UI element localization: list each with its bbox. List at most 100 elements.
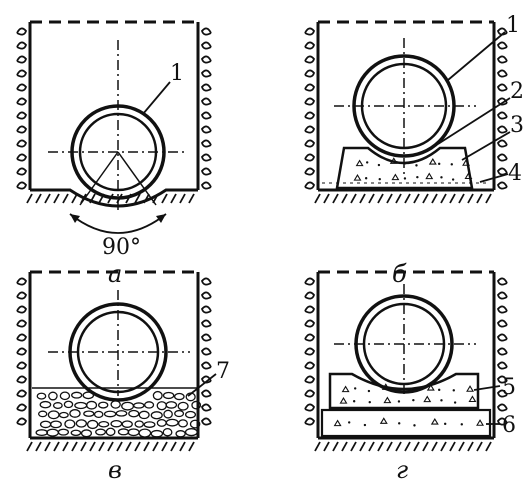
callout-1-b: 1 <box>506 13 520 38</box>
soil-hatch-mark <box>496 375 508 384</box>
gravel-stone <box>46 428 60 437</box>
soil-hatch-mark <box>200 97 212 106</box>
gravel-stone <box>80 429 93 438</box>
ground-hatch-mark <box>53 441 60 452</box>
soil-hatch-mark <box>496 319 508 328</box>
gravel-stone <box>152 390 163 401</box>
soil-hatch-mark <box>304 305 316 314</box>
aggregate-triangle <box>353 174 362 181</box>
soil-hatch-mark <box>200 277 212 286</box>
soil-hatch-mark <box>200 111 212 120</box>
soil-hatch-mark <box>496 181 508 190</box>
gravel-stone <box>49 420 62 429</box>
gravel-stone <box>110 400 121 409</box>
ground-hatch-mark <box>188 193 195 204</box>
soil-hatch-mark <box>496 417 508 426</box>
ground-hatch-mark <box>116 193 123 204</box>
gravel-stone <box>37 410 48 418</box>
gravel-stone <box>115 410 128 417</box>
caption-v: в <box>108 456 122 484</box>
aggregate-dot <box>460 423 463 426</box>
ground-hatch-mark <box>80 193 87 204</box>
wall-soil-hatching <box>16 277 28 426</box>
ground-hatch-mark <box>485 193 492 204</box>
soil-hatch-mark <box>496 41 508 50</box>
aggregate-dot <box>412 398 415 402</box>
caption-a: а <box>108 260 122 288</box>
gravel-stone <box>174 409 185 418</box>
soil-hatch-mark <box>496 27 508 36</box>
ground-hatch-mark <box>26 193 33 204</box>
wall-soil-hatching <box>304 27 316 190</box>
aggregate-dot <box>440 399 443 402</box>
gravel-stone <box>138 428 152 438</box>
aggregate-dot <box>413 424 416 427</box>
gravel-stone <box>39 420 52 429</box>
ground-hatch-mark <box>368 193 375 204</box>
soil-hatch-mark <box>304 153 316 162</box>
gravel-stone <box>39 400 52 409</box>
soil-hatch-mark <box>496 305 508 314</box>
soil-hatch-mark <box>496 167 508 176</box>
wall-soil-hatching <box>304 277 316 426</box>
aggregate-dot <box>365 161 369 164</box>
aggregate-dot <box>443 422 447 426</box>
soil-hatch-mark <box>16 41 28 50</box>
gravel-stone <box>47 410 60 420</box>
soil-hatch-mark <box>304 125 316 134</box>
gravel-stone <box>59 391 71 401</box>
aggregate-dot <box>453 401 457 404</box>
ground-soil-hatching <box>314 441 492 452</box>
ground-hatch-mark <box>161 441 168 452</box>
gravel-stone <box>75 419 88 428</box>
ground-hatch-mark <box>89 193 96 204</box>
soil-hatch-mark <box>304 347 316 356</box>
soil-hatch-mark <box>496 69 508 78</box>
gravel-stone <box>86 400 98 410</box>
gravel-stone <box>144 401 155 409</box>
soil-hatch-mark <box>496 97 508 106</box>
gravel-stone <box>117 428 130 436</box>
gravel-stone <box>105 427 116 437</box>
soil-hatch-mark <box>16 375 28 384</box>
aggregate-triangle <box>355 159 364 167</box>
ground-hatch-mark <box>404 441 411 452</box>
angle-arrow-left-a <box>70 214 80 223</box>
soil-hatch-mark <box>200 181 212 190</box>
gravel-stone <box>98 401 109 409</box>
gravel-stone <box>177 401 189 411</box>
wall-soil-hatching <box>496 277 508 426</box>
gravel-stone <box>177 419 188 428</box>
gravel-stone <box>175 430 186 438</box>
gravel-stone <box>156 418 167 427</box>
soil-hatch-mark <box>304 41 316 50</box>
ground-hatch-mark <box>170 441 177 452</box>
ground-hatch-mark <box>485 441 492 452</box>
gravel-stone <box>191 400 202 410</box>
soil-hatch-mark <box>304 167 316 176</box>
gravel-stone <box>70 429 82 437</box>
ground-hatch-mark <box>431 441 438 452</box>
callout-3-b: 3 <box>510 113 524 138</box>
gravel-stone <box>133 402 145 409</box>
ground-hatch-mark <box>98 193 105 204</box>
callout-7-v: 7 <box>216 359 230 384</box>
aggregate-dot <box>437 162 441 166</box>
aggregate-triangle <box>389 157 398 164</box>
gravel-stone <box>35 429 49 437</box>
ground-hatch-mark <box>143 193 150 204</box>
ground-hatch-mark <box>386 441 393 452</box>
gravel-stone <box>110 419 123 428</box>
soil-hatch-mark <box>200 389 212 398</box>
ground-hatch-mark <box>449 441 456 452</box>
soil-hatch-mark <box>16 361 28 370</box>
ground-hatch-mark <box>440 441 447 452</box>
gravel-bedding <box>35 390 202 438</box>
ground-hatch-mark <box>170 193 177 204</box>
ground-hatch-mark <box>422 441 429 452</box>
gravel-stone <box>48 391 58 401</box>
soil-hatch-mark <box>16 97 28 106</box>
soil-hatch-mark <box>304 277 316 286</box>
angle-label-a: 90° <box>102 235 141 260</box>
panel-v: 7 в <box>16 270 230 484</box>
